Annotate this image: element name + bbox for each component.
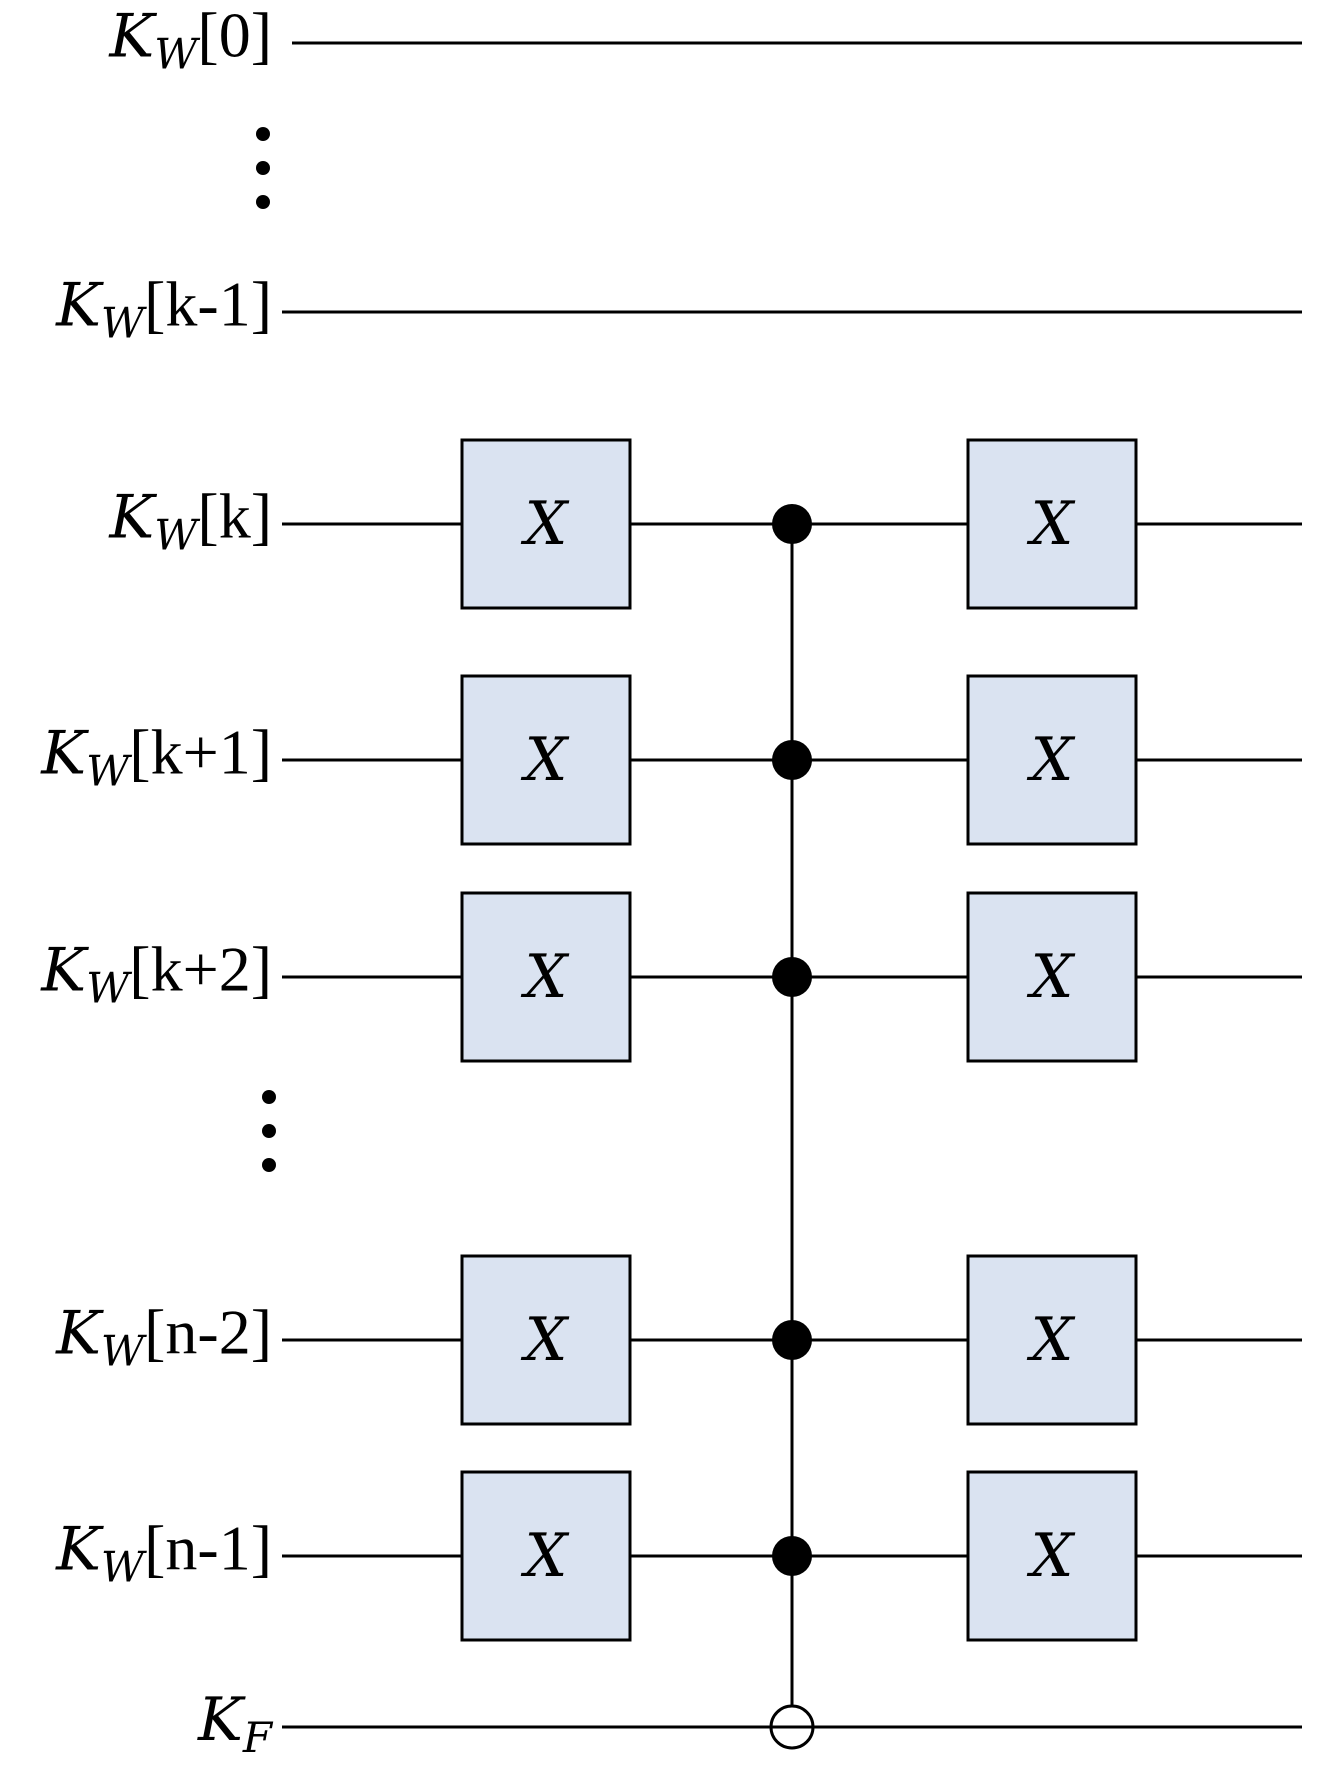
- x-gate-right: [966, 674, 1138, 846]
- wire-label-subscript: W: [86, 963, 130, 1013]
- x-gate-left: [460, 438, 632, 610]
- x-gate-label: X: [524, 1305, 568, 1375]
- x-gate-right: [966, 891, 1138, 1063]
- x-gate-right: [966, 1470, 1138, 1642]
- wire-label-symbol: K: [41, 718, 87, 789]
- wire-label: KW[0]: [109, 0, 272, 75]
- x-gate-label: X: [524, 725, 568, 795]
- wire-label-symbol: K: [56, 1514, 101, 1585]
- wire-label: KW[k+2]: [41, 937, 272, 1009]
- wire-label-index: [n-1]: [144, 1512, 272, 1584]
- x-gate-left: [460, 891, 632, 1063]
- wire-label-index: [n-2]: [144, 1296, 272, 1368]
- wire-label-symbol: K: [109, 1, 155, 72]
- wire-label-subscript: W: [86, 746, 130, 796]
- x-gate-label: X: [1030, 725, 1074, 795]
- wire-label-subscript: W: [100, 1326, 145, 1376]
- wire-label-symbol: K: [56, 270, 101, 341]
- control-dot: [772, 1536, 812, 1576]
- x-gate-left: [460, 1254, 632, 1426]
- wire-label-subscript: W: [154, 29, 198, 79]
- wire-label: KW[k+1]: [41, 720, 272, 792]
- control-dot: [772, 740, 812, 780]
- x-gate-label: X: [524, 489, 568, 559]
- control-layer: [769, 504, 815, 1750]
- wire-label-index: [k+1]: [129, 716, 272, 788]
- x-gate-label: X: [1030, 1521, 1074, 1591]
- x-gate-right: [966, 438, 1138, 610]
- wire-label-symbol: K: [198, 1684, 243, 1755]
- wire-label: KW[k]: [109, 484, 272, 556]
- x-gate-label: X: [524, 1521, 568, 1591]
- gates-layer: [460, 438, 1138, 1642]
- wire-label-index: [k-1]: [144, 268, 272, 340]
- wire-label-symbol: K: [41, 935, 87, 1006]
- wire-label-subscript: W: [100, 298, 145, 348]
- x-gate-label: X: [1030, 942, 1074, 1012]
- control-dot: [772, 1320, 812, 1360]
- wire-label-subscript: W: [154, 510, 198, 560]
- control-dot: [772, 957, 812, 997]
- wire-label: KW[n-1]: [56, 1516, 272, 1588]
- wire-label-index: [k]: [197, 480, 272, 552]
- ellipsis-dots-middle: [262, 1090, 278, 1192]
- wire-label-index: [k+2]: [129, 933, 272, 1005]
- x-gate-label: X: [524, 942, 568, 1012]
- wire-label-symbol: K: [56, 1298, 101, 1369]
- wire-label-index: [0]: [197, 0, 272, 71]
- wire-label: KF: [198, 1690, 272, 1759]
- x-gate-right: [966, 1254, 1138, 1426]
- x-gate-label: X: [1030, 489, 1074, 559]
- x-gate-left: [460, 1470, 632, 1642]
- control-dot: [772, 504, 812, 544]
- wire-label-subscript: W: [100, 1542, 145, 1592]
- x-gate-label: X: [1030, 1305, 1074, 1375]
- wire-label-symbol: K: [109, 482, 155, 553]
- wire-label-subscript: F: [242, 1712, 272, 1762]
- wire-label: KW[k-1]: [56, 272, 272, 344]
- ellipsis-dots-top: [256, 127, 272, 229]
- x-gate-left: [460, 674, 632, 846]
- wire-label: KW[n-2]: [56, 1300, 272, 1372]
